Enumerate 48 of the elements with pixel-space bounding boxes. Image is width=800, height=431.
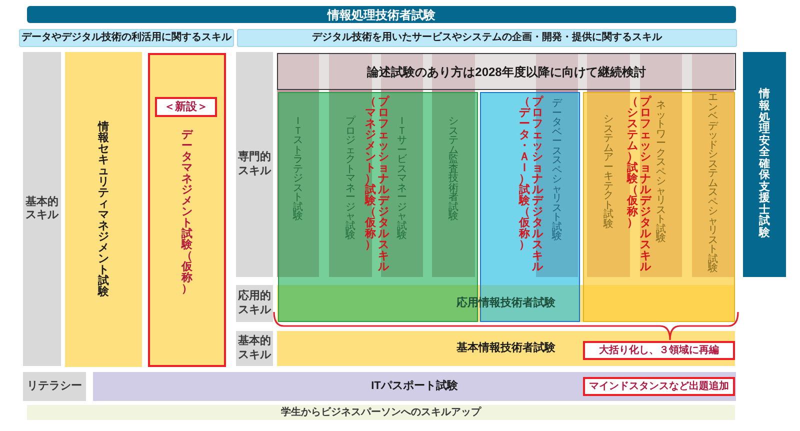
tag-text: ＜新設＞	[164, 102, 208, 112]
note-panel	[277, 53, 736, 90]
level-label: 専門的スキル	[238, 151, 271, 178]
note-text: 論述試験のあり方は2028年度以降に向けて継続検討	[367, 66, 646, 78]
exam-name: 情報処理安全確保支援士試験	[759, 89, 770, 240]
exam-name: データベーススペシャリスト試験	[552, 99, 562, 242]
exam-name: システム監査技術者試験	[448, 117, 458, 222]
exam-name: ITパスポート試験	[371, 381, 458, 392]
exam-band	[93, 372, 736, 401]
exam-name: プロフェッショナルデジタルスキル（システム）試験（仮称）	[627, 97, 651, 273]
exam-column	[743, 52, 786, 277]
header-text: データやデジタル技術の利活用に関するスキル	[22, 33, 232, 43]
tag-frame	[155, 97, 217, 117]
exam-group-overlay	[278, 92, 478, 322]
header-band	[237, 29, 737, 47]
level-bar	[23, 372, 86, 401]
exam-name: エンベデッドシステムスペシャリスト試験	[708, 93, 718, 274]
exam-column	[148, 53, 226, 367]
level-label: リテラシー	[27, 381, 82, 392]
level-bar	[236, 52, 273, 277]
callout-text: マインドスタンスなど出題追加	[589, 382, 729, 392]
level-label: 応用的スキル	[238, 290, 271, 317]
callout-frame	[583, 377, 735, 396]
exam-name: ＩＴストラテジスト試験	[293, 117, 303, 222]
level-label: 基本的スキル	[26, 196, 58, 222]
title-bar	[27, 6, 736, 23]
header-band	[19, 29, 234, 47]
exam-name: 情報セキュリティマネジメント試験	[98, 122, 109, 298]
exam-name: データマネジメント試験（仮称）	[182, 130, 192, 295]
exam-name: プロジェクトマネージャ試験	[346, 117, 356, 240]
exam-name: 基本情報技術者試験	[456, 343, 556, 354]
footer-band	[27, 405, 735, 420]
level-label: 基本的スキル	[238, 335, 271, 362]
exam-name: システムアーキテクト試験	[604, 115, 614, 229]
title-text: 情報処理技術者試験	[328, 8, 436, 20]
exam-name: プロフェッショナルデジタルスキル（データ・ＡＩ）試験（仮称）	[519, 97, 543, 273]
footer-text: 学生からビジネスパーソンへのスキルアップ	[281, 408, 481, 418]
exam-name: ＩＴサービスマネージャ試験	[397, 117, 407, 240]
callout-frame	[583, 341, 735, 360]
header-text: デジタル技術を用いたサービスやシステムの企画・開発・提供に関するスキル	[312, 33, 662, 43]
exam-column	[65, 52, 142, 367]
exam-name: ネットワークスペシャリスト試験	[656, 101, 666, 244]
callout-text: 大括り化し、３領域に再編	[599, 346, 719, 356]
level-bar	[236, 285, 273, 322]
level-bar	[23, 52, 61, 366]
exam-name: プロフェッショナルデジタルスキル（マネジメント）試験（仮称）	[365, 97, 389, 273]
exam-group-overlay	[583, 92, 735, 322]
exam-band	[277, 331, 735, 366]
